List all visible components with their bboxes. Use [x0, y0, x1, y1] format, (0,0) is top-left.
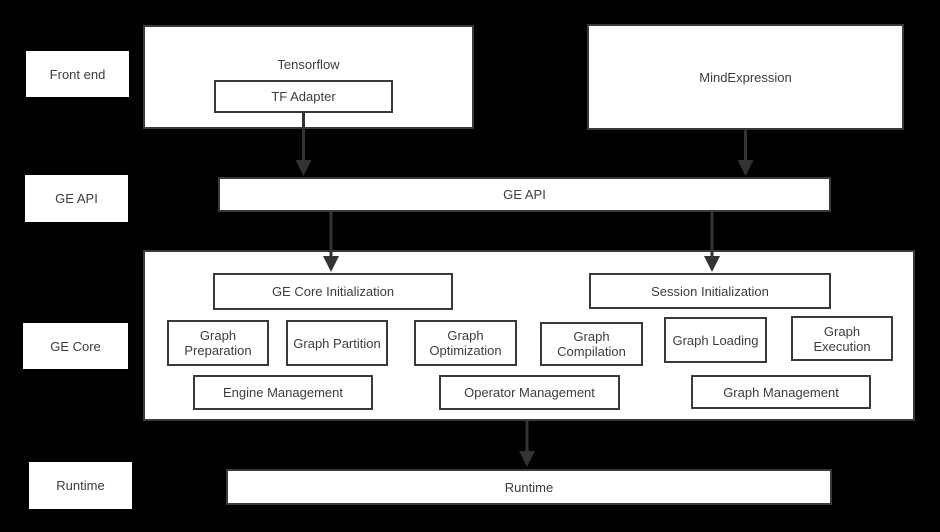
- side-label-ge-api: GE API: [25, 175, 128, 222]
- side-label-runtime: Runtime: [29, 462, 132, 509]
- tensorflow-box: Tensorflow TF Adapter: [143, 25, 474, 129]
- graph-execution-box: Graph Execution: [791, 316, 893, 361]
- engine-management-box: Engine Management: [193, 375, 373, 410]
- ge-core-box: GE Core Initialization Session Initializ…: [143, 250, 915, 421]
- side-label-ge-core: GE Core: [23, 323, 128, 369]
- side-label-front-end: Front end: [26, 51, 129, 97]
- arrow-mindexpression-to-ge-api: [737, 130, 754, 176]
- operator-management-box: Operator Management: [439, 375, 620, 410]
- mindexpression-box: MindExpression: [587, 24, 904, 130]
- tensorflow-title: Tensorflow: [277, 57, 340, 72]
- graph-partition-box: Graph Partition: [286, 320, 388, 366]
- graph-management-box: Graph Management: [691, 375, 871, 409]
- ge-core-initialization-box: GE Core Initialization: [213, 273, 453, 310]
- session-initialization-box: Session Initialization: [589, 273, 831, 309]
- arrow-ge-core-to-runtime: [519, 421, 535, 467]
- ge-api-bar: GE API: [218, 177, 831, 212]
- graph-compilation-box: Graph Compilation: [540, 322, 643, 366]
- runtime-bar: Runtime: [226, 469, 832, 505]
- graph-optimization-box: Graph Optimization: [414, 320, 517, 366]
- tf-adapter-box: TF Adapter: [214, 80, 393, 113]
- graph-loading-box: Graph Loading: [664, 317, 767, 363]
- graph-preparation-box: Graph Preparation: [167, 320, 269, 366]
